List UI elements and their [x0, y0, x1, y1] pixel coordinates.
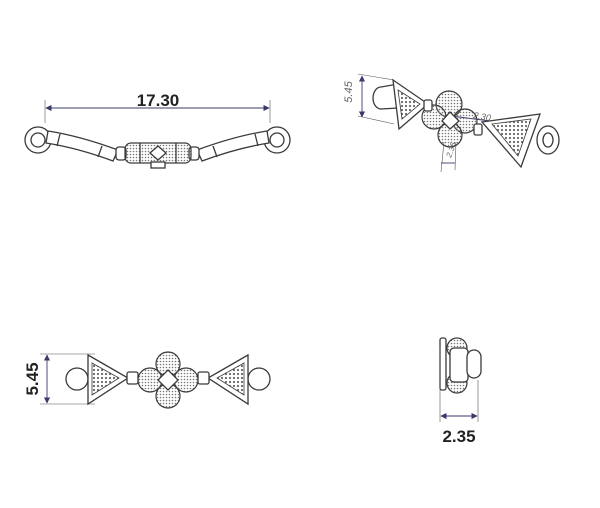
top-height-label: 5.45 [23, 362, 42, 395]
iso-center-flower [421, 90, 478, 148]
right-bar [196, 130, 270, 162]
left-bar [45, 130, 119, 162]
front-view: 17.30 [24, 91, 291, 169]
side-view: 2.35 [439, 337, 482, 446]
front-dimension-label: 17.30 [137, 91, 180, 110]
iso-view: 5.45 2.30 2.35 [343, 73, 560, 173]
top-view: 5.45 [23, 351, 271, 409]
side-width-label: 2.35 [442, 427, 475, 446]
top-center-flower [137, 351, 199, 409]
iso-height-label: 5.45 [343, 80, 355, 102]
